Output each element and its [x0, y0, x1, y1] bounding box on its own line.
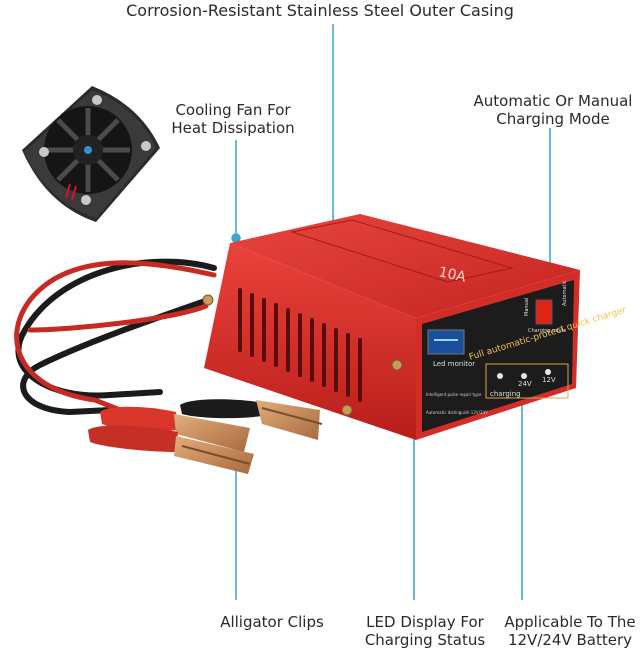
rating-label: 10A [437, 264, 468, 285]
charger-body [202, 214, 580, 440]
led-callout: LED Display For Charging Status [355, 613, 495, 649]
casing-callout: Corrosion-Resistant Stainless Steel Oute… [126, 1, 514, 20]
switch-auto-label: Automatic [562, 280, 568, 306]
feature-1-label: Intelligent pulse repair type [426, 392, 482, 397]
led-display-icon [427, 329, 465, 355]
charging-label: charging [490, 390, 521, 398]
switch-manual-label: Manual [524, 298, 530, 316]
battery-callout-line-2: 12V/24V Battery [507, 631, 633, 649]
volt-24-label: 24V [518, 380, 532, 388]
battery-callout-line-1: Applicable To The [504, 613, 636, 631]
fan-callout-line-1: Cooling Fan For [175, 101, 291, 119]
mode-callout-line-1: Automatic Or Manual [473, 92, 633, 110]
cooling-fan-icon [22, 86, 160, 222]
led-monitor-label: Led monitor [433, 360, 475, 368]
led-callout-line-1: LED Display For [366, 613, 484, 631]
vent-slots [238, 288, 362, 402]
mode-callout: Automatic Or Manual Charging Mode [468, 92, 638, 128]
battery-callout: Applicable To The 12V/24V Battery [500, 613, 640, 649]
fan-callout-line-2: Heat Dissipation [171, 119, 295, 137]
fan-callout: Cooling Fan For Heat Dissipation [166, 101, 300, 137]
feature-2-label: Automatic distinguish 12V/24V [426, 410, 488, 415]
cable-wires [14, 258, 217, 416]
switch-mode-label: Charging mode [528, 328, 566, 334]
led-callout-line-2: Charging Status [364, 631, 486, 649]
clips-callout: Alligator Clips [220, 613, 324, 631]
mode-callout-line-2: Charging Mode [496, 110, 610, 128]
volt-12-label: 12V [542, 376, 556, 384]
alligator-clip-icon [88, 399, 323, 474]
rocker-switch-icon [535, 299, 553, 325]
